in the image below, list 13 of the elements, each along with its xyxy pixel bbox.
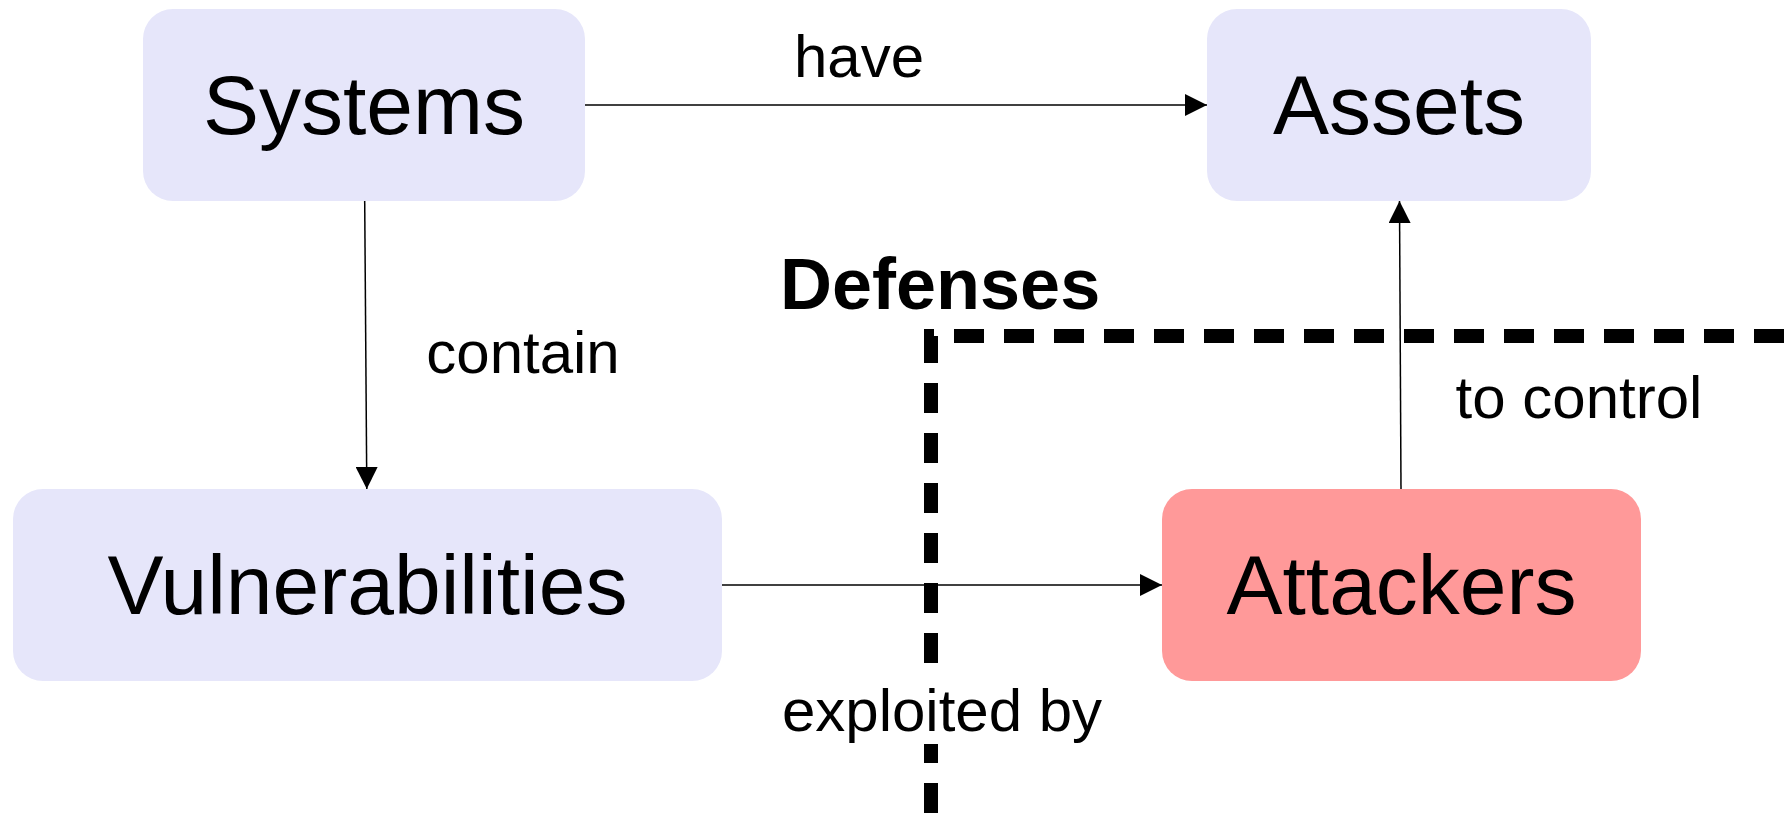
rounded-box (1162, 489, 1641, 681)
node-label: Attackers (1226, 536, 1577, 634)
node-label: Systems (202, 56, 526, 154)
node-label: Assets (1272, 56, 1526, 154)
region-title: Defenses (780, 248, 1101, 320)
node-label: Vulnerabilities (107, 536, 628, 634)
arrow (355, 200, 378, 490)
arrow (1388, 200, 1411, 490)
rounded-box (13, 489, 722, 681)
rounded-box (143, 9, 585, 201)
arrow (584, 94, 1208, 116)
arrow (721, 574, 1163, 596)
rounded-box (1207, 9, 1591, 201)
